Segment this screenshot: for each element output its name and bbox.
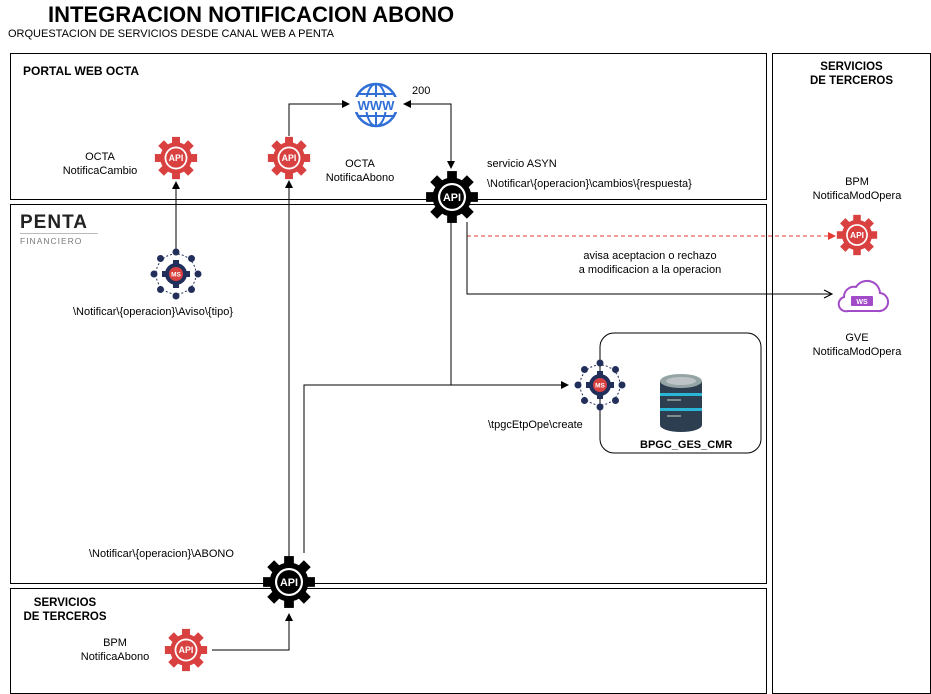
- octa-abono-label-l2: NotificaAbono: [325, 172, 395, 184]
- asyn-api-icon: API: [426, 171, 478, 223]
- octa-cambio-label: OCTA NotificaCambio: [52, 150, 148, 178]
- octa-abono-api-badge: API: [282, 153, 297, 163]
- octa-cambio-api-badge: API: [169, 153, 184, 163]
- www-globe-icon: WWW: [352, 82, 400, 128]
- edge-asyn-to-create: [450, 222, 569, 389]
- bpm-right-label: BPM NotificaModOpera: [772, 175, 931, 203]
- bpm-bottom-label: BPM NotificaAbono: [70, 636, 160, 664]
- terceros-bottom-label-l1: SERVICIOS: [33, 597, 97, 609]
- gve-label-l2: NotificaModOpera: [812, 346, 902, 358]
- aviso-ms-icon: MS: [150, 248, 202, 300]
- page-title: INTEGRACION NOTIFICACION ABONO: [48, 2, 455, 27]
- octa-cambio-label-l1: OCTA: [85, 151, 115, 163]
- octa-abono-label: OCTA NotificaAbono: [315, 157, 405, 185]
- bpm-right-api-icon: API: [836, 214, 878, 256]
- bpm-right-label-l1: BPM: [845, 176, 869, 188]
- portal-web-label: PORTAL WEB OCTA: [23, 64, 139, 78]
- terceros-right-label-l1: SERVICIOS: [820, 61, 883, 73]
- create-ms-badge: MS: [595, 383, 605, 390]
- www-label: WWW: [358, 98, 396, 113]
- penta-logo-name: PENTA: [20, 212, 88, 233]
- asyn-label-l1: servicio ASYN: [487, 158, 557, 170]
- gve-label: GVE NotificaModOpera: [772, 331, 931, 359]
- bpm-right-api-badge: API: [850, 230, 864, 240]
- octa-cambio-api-icon: API: [154, 136, 198, 180]
- page-subtitle: ORQUESTACION DE SERVICIOS DESDE CANAL WE…: [8, 28, 334, 40]
- abono-api-badge: API: [280, 577, 298, 589]
- create-ms-icon: MS: [574, 359, 626, 411]
- terceros-right-label: SERVICIOS DE TERCEROS: [772, 60, 931, 88]
- bpm-bottom-api-icon: API: [164, 628, 208, 672]
- create-label: \tpgcEtpOpe\create: [488, 419, 583, 431]
- octa-cambio-label-l2: NotificaCambio: [62, 165, 138, 177]
- avisa-label-l2: a modificacion a la operacion: [578, 264, 722, 276]
- penta-logo-sub: FINANCIERO: [20, 233, 98, 246]
- octa-abono-api-icon: API: [267, 136, 311, 180]
- database-icon: [660, 374, 702, 432]
- terceros-bottom-label: SERVICIOS DE TERCEROS: [10, 596, 120, 624]
- bpm-bottom-label-l1: BPM: [103, 637, 127, 649]
- aviso-label: \Notificar\{operacion}\Aviso\{tipo}: [73, 306, 234, 318]
- edge-octa-abono-to-www: [288, 100, 350, 136]
- avisa-label-l1: avisa aceptacion o rechazo: [583, 250, 717, 262]
- terceros-bottom-label-l2: DE TERCEROS: [23, 611, 107, 623]
- bpm-bottom-api-badge: API: [179, 645, 194, 655]
- www-status-label: 200: [412, 85, 431, 97]
- terceros-right-label-l2: DE TERCEROS: [809, 75, 894, 87]
- edge-abono-to-create: [303, 384, 451, 553]
- ws-badge: WS: [856, 299, 868, 306]
- abono-api-icon: API: [263, 556, 315, 608]
- ws-cloud-icon: WS: [837, 279, 889, 313]
- bpm-right-label-l2: NotificaModOpera: [812, 190, 902, 202]
- avisa-label: avisa aceptacion o rechazo a modificacio…: [545, 249, 755, 277]
- aviso-ms-badge: MS: [171, 272, 181, 279]
- asyn-label-l2: \Notificar\{operacion}\cambios\{respuest…: [487, 178, 692, 190]
- penta-logo: PENTA FINANCIERO: [20, 213, 98, 246]
- octa-abono-label-l1: OCTA: [345, 158, 375, 170]
- edge-bpm-to-abono: [212, 613, 293, 651]
- asyn-api-badge: API: [443, 192, 461, 204]
- abono-label: \Notificar\{operacion}\ABONO: [89, 548, 234, 560]
- gve-label-l1: GVE: [845, 332, 869, 344]
- db-label: BPGC_GES_CMR: [640, 439, 733, 451]
- bpm-bottom-label-l2: NotificaAbono: [80, 651, 150, 663]
- penta-region: [10, 204, 767, 584]
- edge-asyn-to-gve: [466, 222, 832, 294]
- edge-www-asyn: [403, 100, 455, 169]
- portal-web-region: [10, 53, 767, 200]
